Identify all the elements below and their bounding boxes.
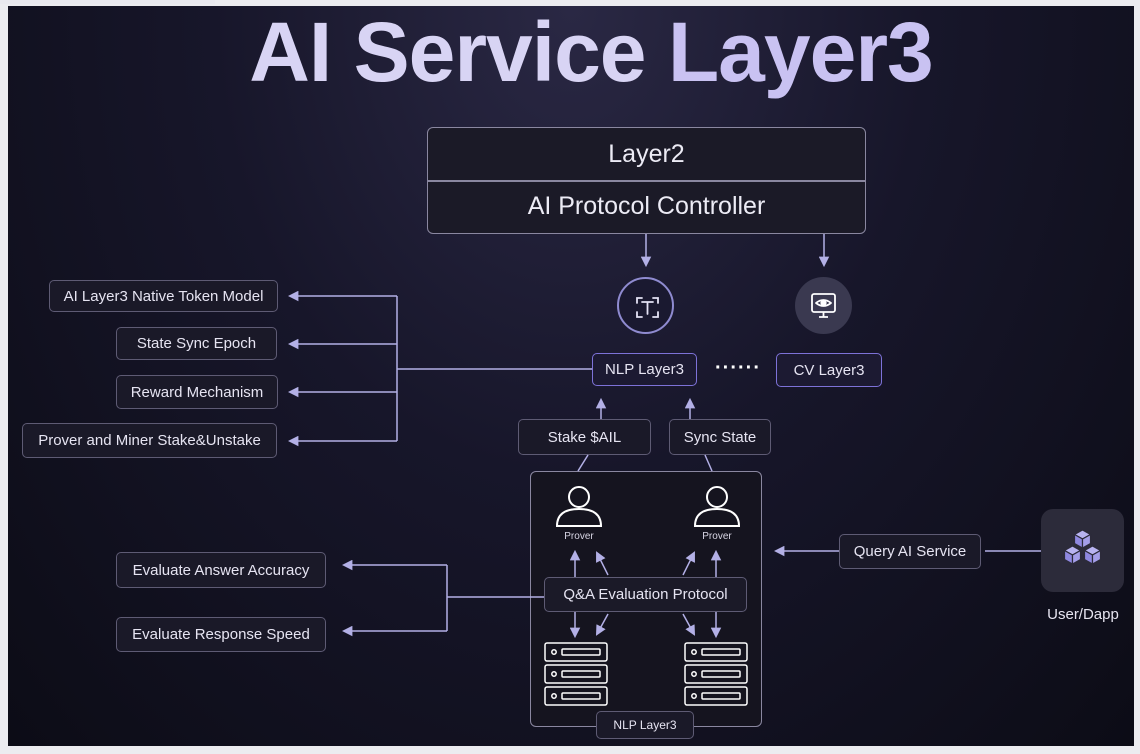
cv-layer3-box: CV Layer3 [776,353,882,387]
controller-divider [428,180,865,182]
evaluate-accuracy-box: Evaluate Answer Accuracy [116,552,326,588]
user-dapp-label: User/Dapp [1047,606,1119,623]
token-scan-icon [617,277,674,334]
page-title: AI Service Layer3 [0,4,1140,100]
prover-right-label: Prover [702,531,732,542]
feature-token-model: AI Layer3 Native Token Model [49,280,278,312]
protocol-controller-label: AI Protocol Controller [527,192,766,221]
feature-state-sync: State Sync Epoch [116,327,277,360]
top-strip [0,0,215,4]
engine-footer-label: NLP Layer3 [596,711,694,739]
evaluate-speed-box: Evaluate Response Speed [116,617,326,652]
title-accent: Layer3 [667,5,934,99]
nlp-layer3-box: NLP Layer3 [592,353,697,386]
layers-ellipsis: ······ [715,357,761,379]
blocks-cube-icon [1041,509,1124,592]
prover-left-label: Prover [564,531,594,542]
layer2-controller-box: Layer2 AI Protocol Controller [427,127,866,234]
query-ai-service-box: Query AI Service [839,534,981,569]
feature-stake-unstake: Prover and Miner Stake&Unstake [22,423,277,458]
layer2-label: Layer2 [608,139,685,168]
feature-reward: Reward Mechanism [116,375,278,409]
sync-state-box: Sync State [669,419,771,455]
title-main: AI Service [249,5,668,99]
qa-evaluation-protocol: Q&A Evaluation Protocol [544,577,747,612]
vision-monitor-icon [795,277,852,334]
stake-ail-box: Stake $AIL [518,419,651,455]
